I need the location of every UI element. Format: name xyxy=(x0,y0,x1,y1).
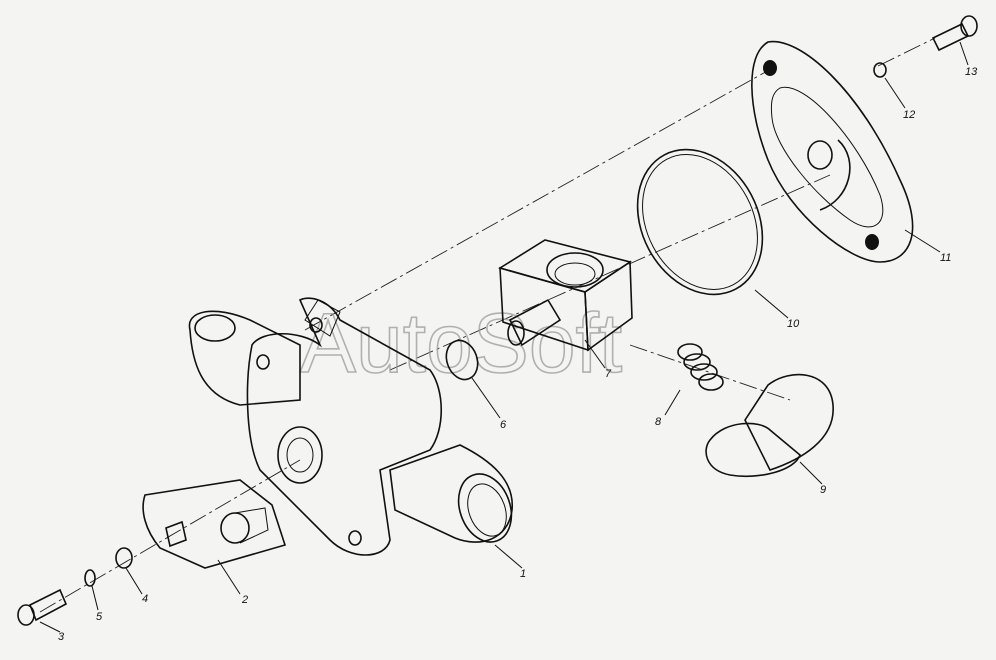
callout-12: 12 xyxy=(903,109,915,121)
callout-labels: 1 2 3 4 5 6 7 8 9 10 11 12 13 xyxy=(58,66,978,643)
lock-ring-part-5 xyxy=(84,569,96,587)
cover-part-11 xyxy=(751,40,914,263)
thermostat-block-part-7 xyxy=(498,239,633,352)
plate-part-2 xyxy=(142,479,287,569)
callout-4: 4 xyxy=(142,593,148,605)
callout-5: 5 xyxy=(96,611,103,623)
callout-9: 9 xyxy=(820,484,826,496)
callout-7: 7 xyxy=(605,368,612,380)
washer-part-4 xyxy=(115,547,133,569)
o-ring-part-10 xyxy=(636,148,764,296)
callout-2: 2 xyxy=(241,594,248,606)
bolt-part-3 xyxy=(17,588,68,626)
flap-part-9 xyxy=(705,373,834,478)
callout-10: 10 xyxy=(787,318,800,330)
watermark: AutoSoft xyxy=(300,296,622,390)
callout-8: 8 xyxy=(655,416,662,428)
callout-6: 6 xyxy=(500,419,507,431)
callout-3: 3 xyxy=(58,631,65,643)
callout-13: 13 xyxy=(965,66,978,78)
housing-part-1 xyxy=(188,297,513,556)
leader-lines xyxy=(39,41,969,633)
washer-part-12 xyxy=(873,62,887,78)
ring-part-6 xyxy=(445,339,479,381)
bolt-part-13 xyxy=(931,15,978,52)
callout-1: 1 xyxy=(520,568,526,580)
spring-part-8 xyxy=(677,343,724,391)
callout-11: 11 xyxy=(940,252,951,264)
